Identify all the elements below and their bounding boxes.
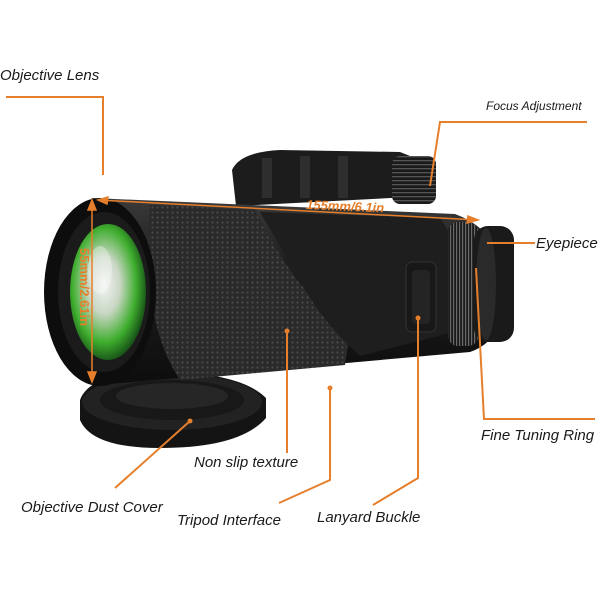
leader-objective-lens: [6, 96, 104, 175]
label-objective-dust-cover: Objective Dust Cover: [21, 499, 163, 516]
objective-dust-cover: [80, 372, 266, 448]
label-non-slip-texture: Non slip texture: [194, 454, 299, 471]
diameter-dimension-text: 55mm/2.61in: [77, 248, 92, 326]
leader-endpoints: [187, 315, 421, 424]
length-dimension-text: 155mm/6.1in: [306, 197, 385, 215]
leader-fine-tuning-ring: [475, 267, 595, 420]
label-lanyard-buckle: Lanyard Buckle: [317, 509, 421, 526]
leader-lanyard-buckle: [372, 318, 419, 506]
diameter-dimension-arrow: [86, 197, 98, 385]
label-objective-lens: Objective Lens: [0, 67, 100, 84]
non-slip-texture-area: [148, 205, 350, 380]
leader-tripod-interface: [278, 388, 331, 504]
leader-objective-dust-cover: [114, 420, 191, 489]
label-tripod-interface: Tripod Interface: [177, 512, 281, 529]
leader-lines: [6, 96, 595, 506]
length-dimension-arrow: [95, 195, 481, 225]
focus-adjustment-knob: [232, 150, 436, 206]
label-fine-tuning-ring: Fine Tuning Ring: [481, 427, 595, 444]
leader-focus-adjustment: [429, 121, 587, 187]
eyepiece-assembly: [448, 222, 514, 346]
objective-lens: [44, 198, 156, 386]
monocular-body: [61, 198, 506, 384]
fine-tuning-ring: [448, 222, 478, 346]
label-eyepiece: Eyepiece: [536, 235, 598, 252]
label-focus-adjustment: Focus Adjustment: [486, 99, 582, 113]
